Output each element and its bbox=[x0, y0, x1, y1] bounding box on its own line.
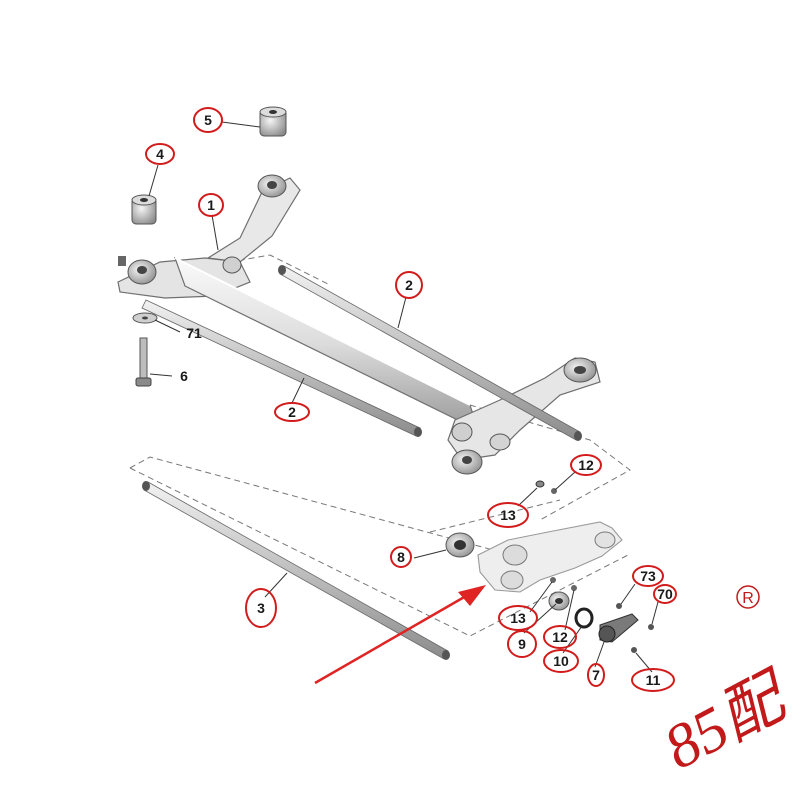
small-hardware-lower bbox=[550, 577, 577, 591]
callout-13-upper: 13 bbox=[500, 507, 516, 523]
callout-circle bbox=[198, 193, 224, 217]
registered-mark-letter: R bbox=[742, 590, 754, 607]
callout-2-lower: 2 bbox=[288, 404, 296, 420]
snap-ring-part-10 bbox=[574, 607, 594, 629]
lever-part-7 bbox=[598, 613, 639, 643]
callout-circle bbox=[193, 107, 223, 133]
callout-circle bbox=[145, 143, 175, 165]
callout-2-upper: 2 bbox=[405, 277, 413, 293]
tie-rod-part-3 bbox=[142, 481, 450, 660]
callout-circle bbox=[507, 630, 537, 658]
callout-5: 5 bbox=[204, 112, 212, 128]
callout-circle bbox=[653, 584, 677, 604]
registered-mark: R bbox=[736, 585, 760, 609]
callout-circle bbox=[632, 565, 664, 587]
callout-circle bbox=[487, 502, 529, 528]
callout-12-upper: 12 bbox=[578, 457, 594, 473]
callout-7: 7 bbox=[592, 667, 600, 683]
tie-rod-lower bbox=[141, 299, 422, 437]
callout-8: 8 bbox=[397, 549, 405, 565]
callout-4: 4 bbox=[156, 146, 164, 162]
callout-circle bbox=[543, 649, 579, 673]
callouts bbox=[145, 107, 677, 692]
callout-11: 11 bbox=[646, 672, 661, 688]
callout-12-lower: 12 bbox=[552, 629, 568, 645]
callout-1: 1 bbox=[207, 197, 215, 213]
watermark-logo: 85配 bbox=[653, 661, 800, 783]
bushing-part-4 bbox=[131, 194, 157, 225]
callout-circle bbox=[395, 271, 423, 299]
screw-part-73 bbox=[616, 603, 622, 609]
callout-labels: 5 4 1 2 2 71 6 12 13 8 3 73 70 13 9 12 1… bbox=[156, 112, 673, 688]
bushing-part-8 bbox=[445, 532, 475, 558]
callout-circle bbox=[498, 605, 538, 631]
leader-lines bbox=[148, 121, 659, 673]
screw-part-70 bbox=[648, 624, 654, 630]
callout-circle bbox=[570, 454, 602, 476]
pointer-arrow bbox=[314, 585, 486, 685]
callout-circle bbox=[274, 402, 310, 422]
callout-6: 6 bbox=[180, 368, 188, 384]
callout-circle bbox=[543, 625, 577, 649]
callout-73: 73 bbox=[640, 568, 656, 584]
tie-rod-upper bbox=[278, 265, 582, 441]
washer-part-71 bbox=[132, 312, 158, 324]
callout-70: 70 bbox=[657, 586, 673, 602]
bolt-part-6 bbox=[135, 337, 152, 387]
watermark-text: 85配 bbox=[653, 661, 800, 783]
callout-circle bbox=[245, 588, 277, 628]
hub-carrier-bracket bbox=[477, 521, 623, 593]
callout-9: 9 bbox=[518, 636, 526, 652]
callout-71: 71 bbox=[186, 325, 202, 341]
callout-3: 3 bbox=[257, 600, 265, 616]
callout-10: 10 bbox=[553, 653, 569, 669]
callout-circle bbox=[587, 663, 605, 687]
bushing-part-5 bbox=[259, 106, 287, 137]
screw-part-11 bbox=[631, 647, 637, 653]
small-hardware-upper bbox=[535, 480, 557, 494]
callout-circle bbox=[390, 546, 412, 568]
callout-circle bbox=[631, 668, 675, 692]
callout-13-lower: 13 bbox=[510, 610, 526, 626]
